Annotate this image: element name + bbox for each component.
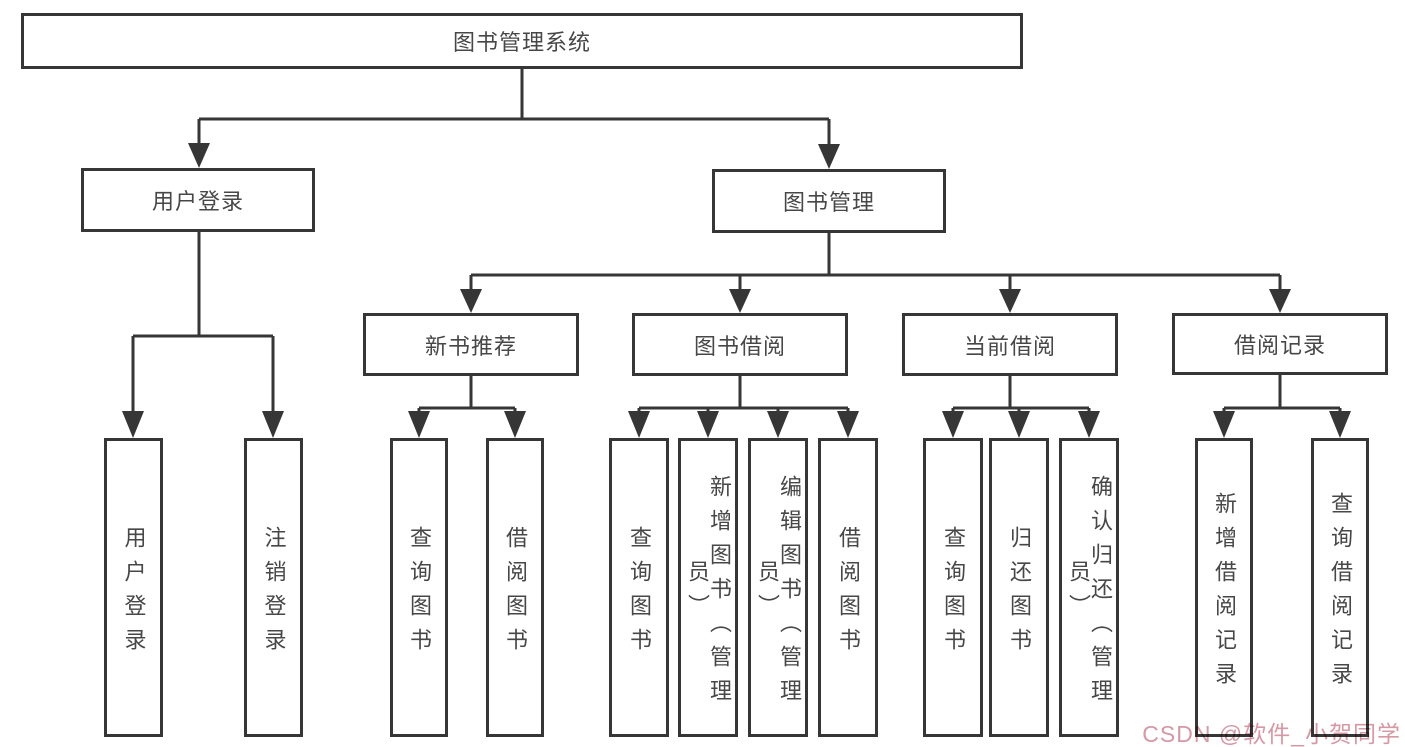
leaf-current-return-label: 归还图书 xyxy=(1007,525,1032,662)
connector-new-book-branch xyxy=(417,376,517,414)
leaf-borrow-edit-admin-label: 编辑图书（管理员） xyxy=(755,474,802,713)
connector-borrow-record-branch xyxy=(1222,375,1342,414)
leaf-newbook-query: 查询图书 xyxy=(390,438,448,737)
leaf-borrow-query-label: 查询图书 xyxy=(627,525,652,662)
leaf-borrow-book-label: 借阅图书 xyxy=(836,525,861,662)
leaf-borrow-book: 借阅图书 xyxy=(818,438,878,737)
node-root-label: 图书管理系统 xyxy=(452,30,591,55)
leaf-record-query: 查询借阅记录 xyxy=(1311,438,1369,737)
node-borrow-record-label: 借阅记录 xyxy=(1233,333,1326,358)
node-book-borrow: 图书借阅 xyxy=(632,313,848,376)
leaf-current-confirm-admin-label: 确认归还（管理员） xyxy=(1066,474,1113,713)
leaf-logout-label: 注销登录 xyxy=(261,525,287,662)
node-current-borrow-label: 当前借阅 xyxy=(963,333,1056,359)
leaf-logout: 注销登录 xyxy=(244,438,303,737)
node-book-management: 图书管理 xyxy=(712,169,946,233)
leaf-current-confirm-admin: 确认归还（管理员） xyxy=(1059,438,1119,737)
leaf-borrow-add-admin: 新增图书（管理员） xyxy=(678,438,738,737)
leaf-borrow-query: 查询图书 xyxy=(609,438,669,737)
leaf-borrow-edit-admin: 编辑图书（管理员） xyxy=(748,438,808,737)
leaf-current-query: 查询图书 xyxy=(923,438,983,737)
leaf-user-login-label: 用户登录 xyxy=(121,525,147,662)
node-user-login: 用户登录 xyxy=(81,168,315,232)
leaf-newbook-borrow-label: 借阅图书 xyxy=(503,525,528,662)
leaf-record-query-label: 查询借阅记录 xyxy=(1328,491,1353,696)
node-current-borrow: 当前借阅 xyxy=(902,313,1118,376)
connector-user-login-branch xyxy=(131,232,275,414)
connector-current-borrow-branch xyxy=(951,376,1091,414)
connector-book-borrow-branch xyxy=(637,376,850,414)
leaf-borrow-add-admin-label: 新增图书（管理员） xyxy=(685,474,732,713)
node-borrow-record: 借阅记录 xyxy=(1172,313,1388,375)
node-new-book-recommend-label: 新书推荐 xyxy=(424,333,517,359)
connector-root xyxy=(197,69,831,146)
leaf-record-add-label: 新增借阅记录 xyxy=(1212,491,1237,696)
leaf-newbook-query-label: 查询图书 xyxy=(407,525,432,662)
node-new-book-recommend: 新书推荐 xyxy=(363,313,579,376)
leaf-current-query-label: 查询图书 xyxy=(941,525,966,662)
node-user-login-label: 用户登录 xyxy=(151,189,244,214)
leaf-record-add: 新增借阅记录 xyxy=(1195,438,1253,737)
leaf-current-return: 归还图书 xyxy=(989,438,1049,737)
csdn-watermark: CSDN @软件_小贺同学 xyxy=(1142,721,1401,747)
leaf-user-login: 用户登录 xyxy=(104,438,163,737)
node-book-borrow-label: 图书借阅 xyxy=(693,333,786,359)
node-root-system: 图书管理系统 xyxy=(21,13,1023,69)
leaf-newbook-borrow: 借阅图书 xyxy=(486,438,544,737)
arrowheads xyxy=(122,143,1351,438)
node-book-management-label: 图书管理 xyxy=(782,190,875,215)
connector-book-management-branch xyxy=(469,233,1282,291)
